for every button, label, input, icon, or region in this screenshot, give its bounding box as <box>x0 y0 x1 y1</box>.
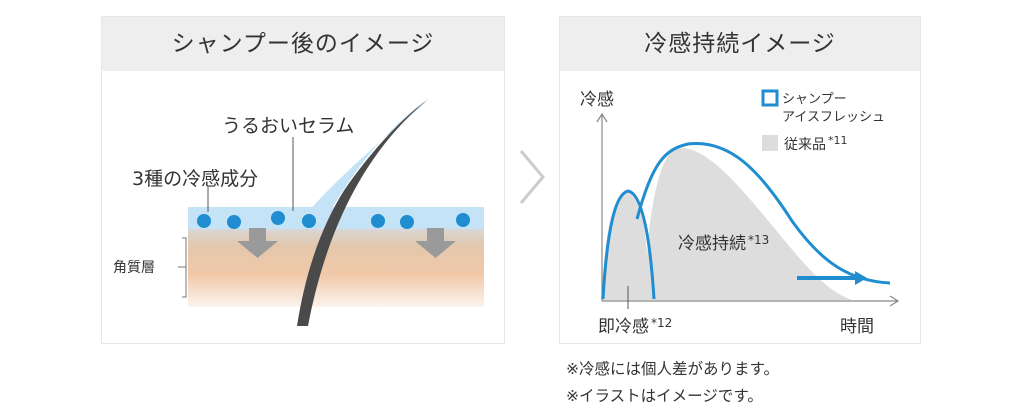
legend-product-line2: アイスフレッシュ <box>782 110 885 125</box>
panel-title-cooling-duration: 冷感持続イメージ <box>560 17 920 71</box>
penetration-arrow-icon <box>237 228 278 258</box>
x-axis-label: 時間 <box>840 317 874 337</box>
scalp-illustration: うるおいセラム 3種の冷感成分 角質層 <box>113 99 484 326</box>
stratum-corneum-label: 角質層 <box>113 260 155 276</box>
shampoo-image-panel: シャンプー後のイメージ <box>101 16 505 344</box>
cooling-dot <box>271 211 285 225</box>
legend-product-line1: シャンプー <box>782 92 847 107</box>
immediate-cooling-curve <box>601 189 656 300</box>
chart-legend: シャンプー アイスフレッシュ 従来品*11 <box>761 89 885 153</box>
cooling-dot <box>371 214 385 228</box>
disclaimer-note: ※冷感には個人差があります。 <box>566 360 779 378</box>
cooling-ingredients-label: 3種の冷感成分 <box>132 168 258 190</box>
legend-swatch-product <box>761 89 779 107</box>
sustained-cooling-label: 冷感持続*13 <box>678 233 769 254</box>
chevron-right-icon <box>519 150 545 204</box>
panel-title-shampoo-image: シャンプー後のイメージ <box>102 17 504 71</box>
cooling-dot <box>400 215 414 229</box>
cooling-dot <box>302 214 316 228</box>
cooling-duration-panel: 冷感持続イメージ 冷感 時間 即冷感*12 冷感持続*13 シャンプー アイスフ… <box>559 16 921 344</box>
y-axis-label: 冷感 <box>580 90 614 110</box>
immediate-cooling-label: 即冷感*12 <box>598 316 672 337</box>
hair-strand <box>297 101 426 326</box>
conventional-product-area <box>601 147 852 300</box>
x-axis-arrowhead-icon <box>889 295 900 307</box>
arrow-right-icon <box>855 271 867 285</box>
hair-serum-coating <box>298 99 428 223</box>
y-axis-arrowhead-icon <box>596 112 608 123</box>
cooling-dot <box>197 214 211 228</box>
cooling-ingredient-dots <box>197 211 470 229</box>
sustained-cooling-curve <box>635 141 891 285</box>
cooling-duration-chart: 冷感 時間 即冷感*12 冷感持続*13 シャンプー アイスフレッシュ 従来品*… <box>580 89 900 337</box>
disclaimer-note: ※イラストはイメージです。 <box>566 387 763 405</box>
cooling-dot <box>227 215 241 229</box>
cooling-dot <box>456 213 470 227</box>
legend-conventional-label: 従来品*11 <box>784 134 848 153</box>
penetration-arrow-icon <box>415 228 456 258</box>
legend-swatch-conventional <box>762 135 778 151</box>
serum-label: うるおいセラム <box>222 115 354 137</box>
